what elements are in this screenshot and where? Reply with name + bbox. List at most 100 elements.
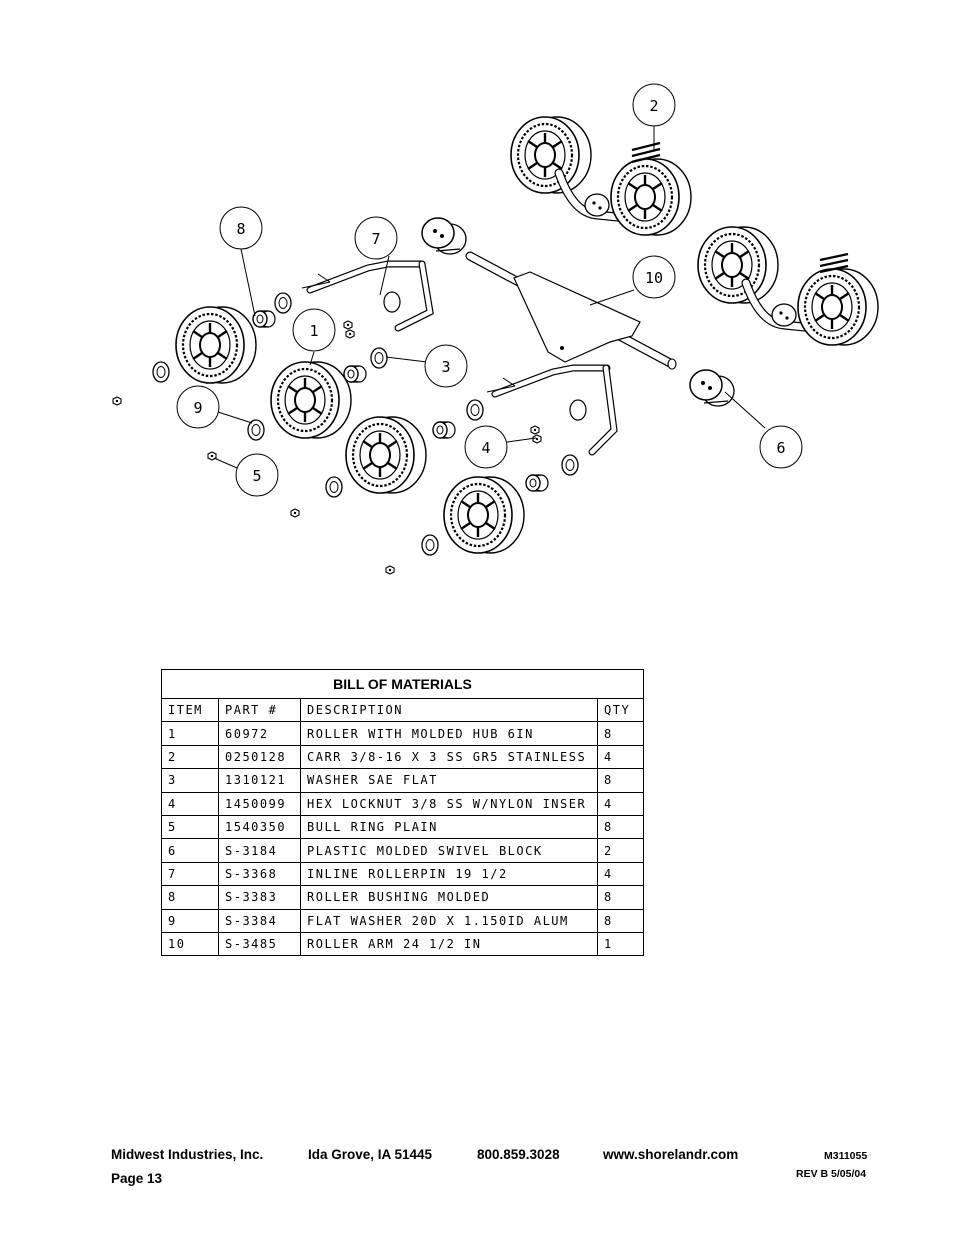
flat-washer-1	[152, 361, 170, 383]
cell-description: BULL RING PLAIN	[300, 814, 598, 840]
cell-item: 5	[161, 814, 219, 840]
cell-part: S-3383	[218, 885, 301, 910]
callout-7: 7	[354, 216, 398, 260]
cell-item: 3	[161, 768, 219, 793]
cell-item: 6	[161, 838, 219, 863]
cell-part: 60972	[218, 721, 301, 746]
swivel-block-top	[421, 217, 467, 255]
cell-part: 1310121	[218, 768, 301, 793]
swivel-block-right	[689, 369, 735, 407]
callout-2: 2	[632, 83, 676, 127]
cell-description: CARR 3/8-16 X 3 SS GR5 STAINLESS	[300, 744, 598, 770]
svg-text:8: 8	[236, 220, 245, 238]
footer-location: Ida Grove, IA 51445	[308, 1147, 433, 1162]
cell-item: 9	[161, 908, 219, 933]
bull-ring-3	[290, 508, 300, 518]
cell-part: S-3384	[218, 908, 301, 933]
cell-qty: 4	[597, 744, 644, 770]
cell-part: 1540350	[218, 814, 301, 840]
bushing-2	[343, 365, 367, 383]
roller-arm-assembly-right	[698, 227, 878, 345]
roller-bottom	[442, 475, 526, 555]
cell-part: S-3485	[218, 931, 301, 957]
locknut-1	[343, 320, 355, 339]
column-header-item: ITEM	[161, 697, 219, 723]
bushing-4	[525, 474, 549, 492]
callout-3: 3	[424, 344, 468, 388]
svg-text:10: 10	[645, 269, 663, 287]
cell-item: 2	[161, 744, 219, 770]
bom-title: BILL OF MATERIALS	[161, 669, 644, 699]
cell-item: 7	[161, 861, 219, 887]
washer-4	[561, 454, 579, 476]
cell-description: ROLLER WITH MOLDED HUB 6IN	[300, 721, 598, 746]
cell-description: FLAT WASHER 20D X 1.150ID ALUM	[300, 908, 598, 933]
footer-website: www.shorelandr.com	[603, 1147, 739, 1162]
svg-text:1: 1	[309, 322, 318, 340]
svg-text:6: 6	[776, 439, 785, 457]
bill-of-materials-table: BILL OF MATERIALS ITEM PART # DESCRIPTIO…	[161, 669, 644, 957]
washer-2	[370, 347, 388, 369]
cell-description: INLINE ROLLERPIN 19 1/2	[300, 861, 598, 887]
svg-text:7: 7	[371, 230, 380, 248]
cell-description: ROLLER BUSHING MOLDED	[300, 885, 598, 910]
exploded-parts-diagram: 1 2 3 4 5 6 7 8 9 10	[112, 83, 954, 575]
cell-qty: 4	[597, 791, 644, 816]
cell-description: ROLLER ARM 24 1/2 IN	[300, 931, 598, 957]
cell-qty: 1	[597, 931, 644, 957]
cell-qty: 8	[597, 885, 644, 910]
washer-1	[274, 292, 292, 314]
cell-description: PLASTIC MOLDED SWIVEL BLOCK	[300, 838, 598, 863]
bushing-1	[252, 310, 276, 328]
column-header-part: PART #	[218, 697, 301, 723]
footer-company: Midwest Industries, Inc.	[111, 1147, 264, 1162]
cell-item: 10	[161, 931, 219, 957]
cell-qty: 2	[597, 838, 644, 863]
callout-1: 1	[292, 308, 336, 352]
carriage-bolts-upper	[631, 141, 661, 164]
column-header-qty: QTY	[597, 697, 644, 723]
cell-qty: 8	[597, 768, 644, 793]
svg-text:3: 3	[441, 358, 450, 376]
roller-pin-lower	[487, 364, 618, 456]
callout-6: 6	[759, 425, 803, 469]
roller-center	[269, 360, 353, 440]
callout-8: 8	[219, 206, 263, 250]
cell-qty: 4	[597, 861, 644, 887]
footer-revision: REV B 5/05/04	[796, 1168, 867, 1180]
cell-part: 0250128	[218, 744, 301, 770]
svg-text:5: 5	[252, 467, 261, 485]
callout-4: 4	[464, 425, 508, 469]
footer-doc-number: M311055	[824, 1150, 868, 1162]
cell-part: S-3184	[218, 838, 301, 863]
cell-qty: 8	[597, 814, 644, 840]
roller-pin-upper	[302, 260, 434, 332]
cell-item: 8	[161, 885, 219, 910]
cell-description: WASHER SAE FLAT	[300, 768, 598, 793]
svg-text:9: 9	[193, 399, 202, 417]
cell-part: S-3368	[218, 861, 301, 887]
callout-5: 5	[235, 453, 279, 497]
bull-ring-1	[112, 396, 122, 406]
roller-left	[174, 305, 258, 385]
bom-header-row: ITEM PART # DESCRIPTION QTY	[161, 697, 644, 723]
svg-text:2: 2	[649, 97, 658, 115]
footer-page-number: Page 13	[111, 1171, 163, 1186]
column-header-description: DESCRIPTION	[300, 697, 598, 723]
cell-description: HEX LOCKNUT 3/8 SS W/NYLON INSER	[300, 791, 598, 816]
cell-part: 1450099	[218, 791, 301, 816]
roller-arm-assembly-upper	[511, 117, 691, 235]
callout-leaders	[213, 126, 766, 469]
callout-10: 10	[632, 255, 676, 299]
locknut-2	[530, 425, 542, 444]
cell-item: 1	[161, 721, 219, 746]
footer-phone: 800.859.3028	[477, 1147, 560, 1162]
